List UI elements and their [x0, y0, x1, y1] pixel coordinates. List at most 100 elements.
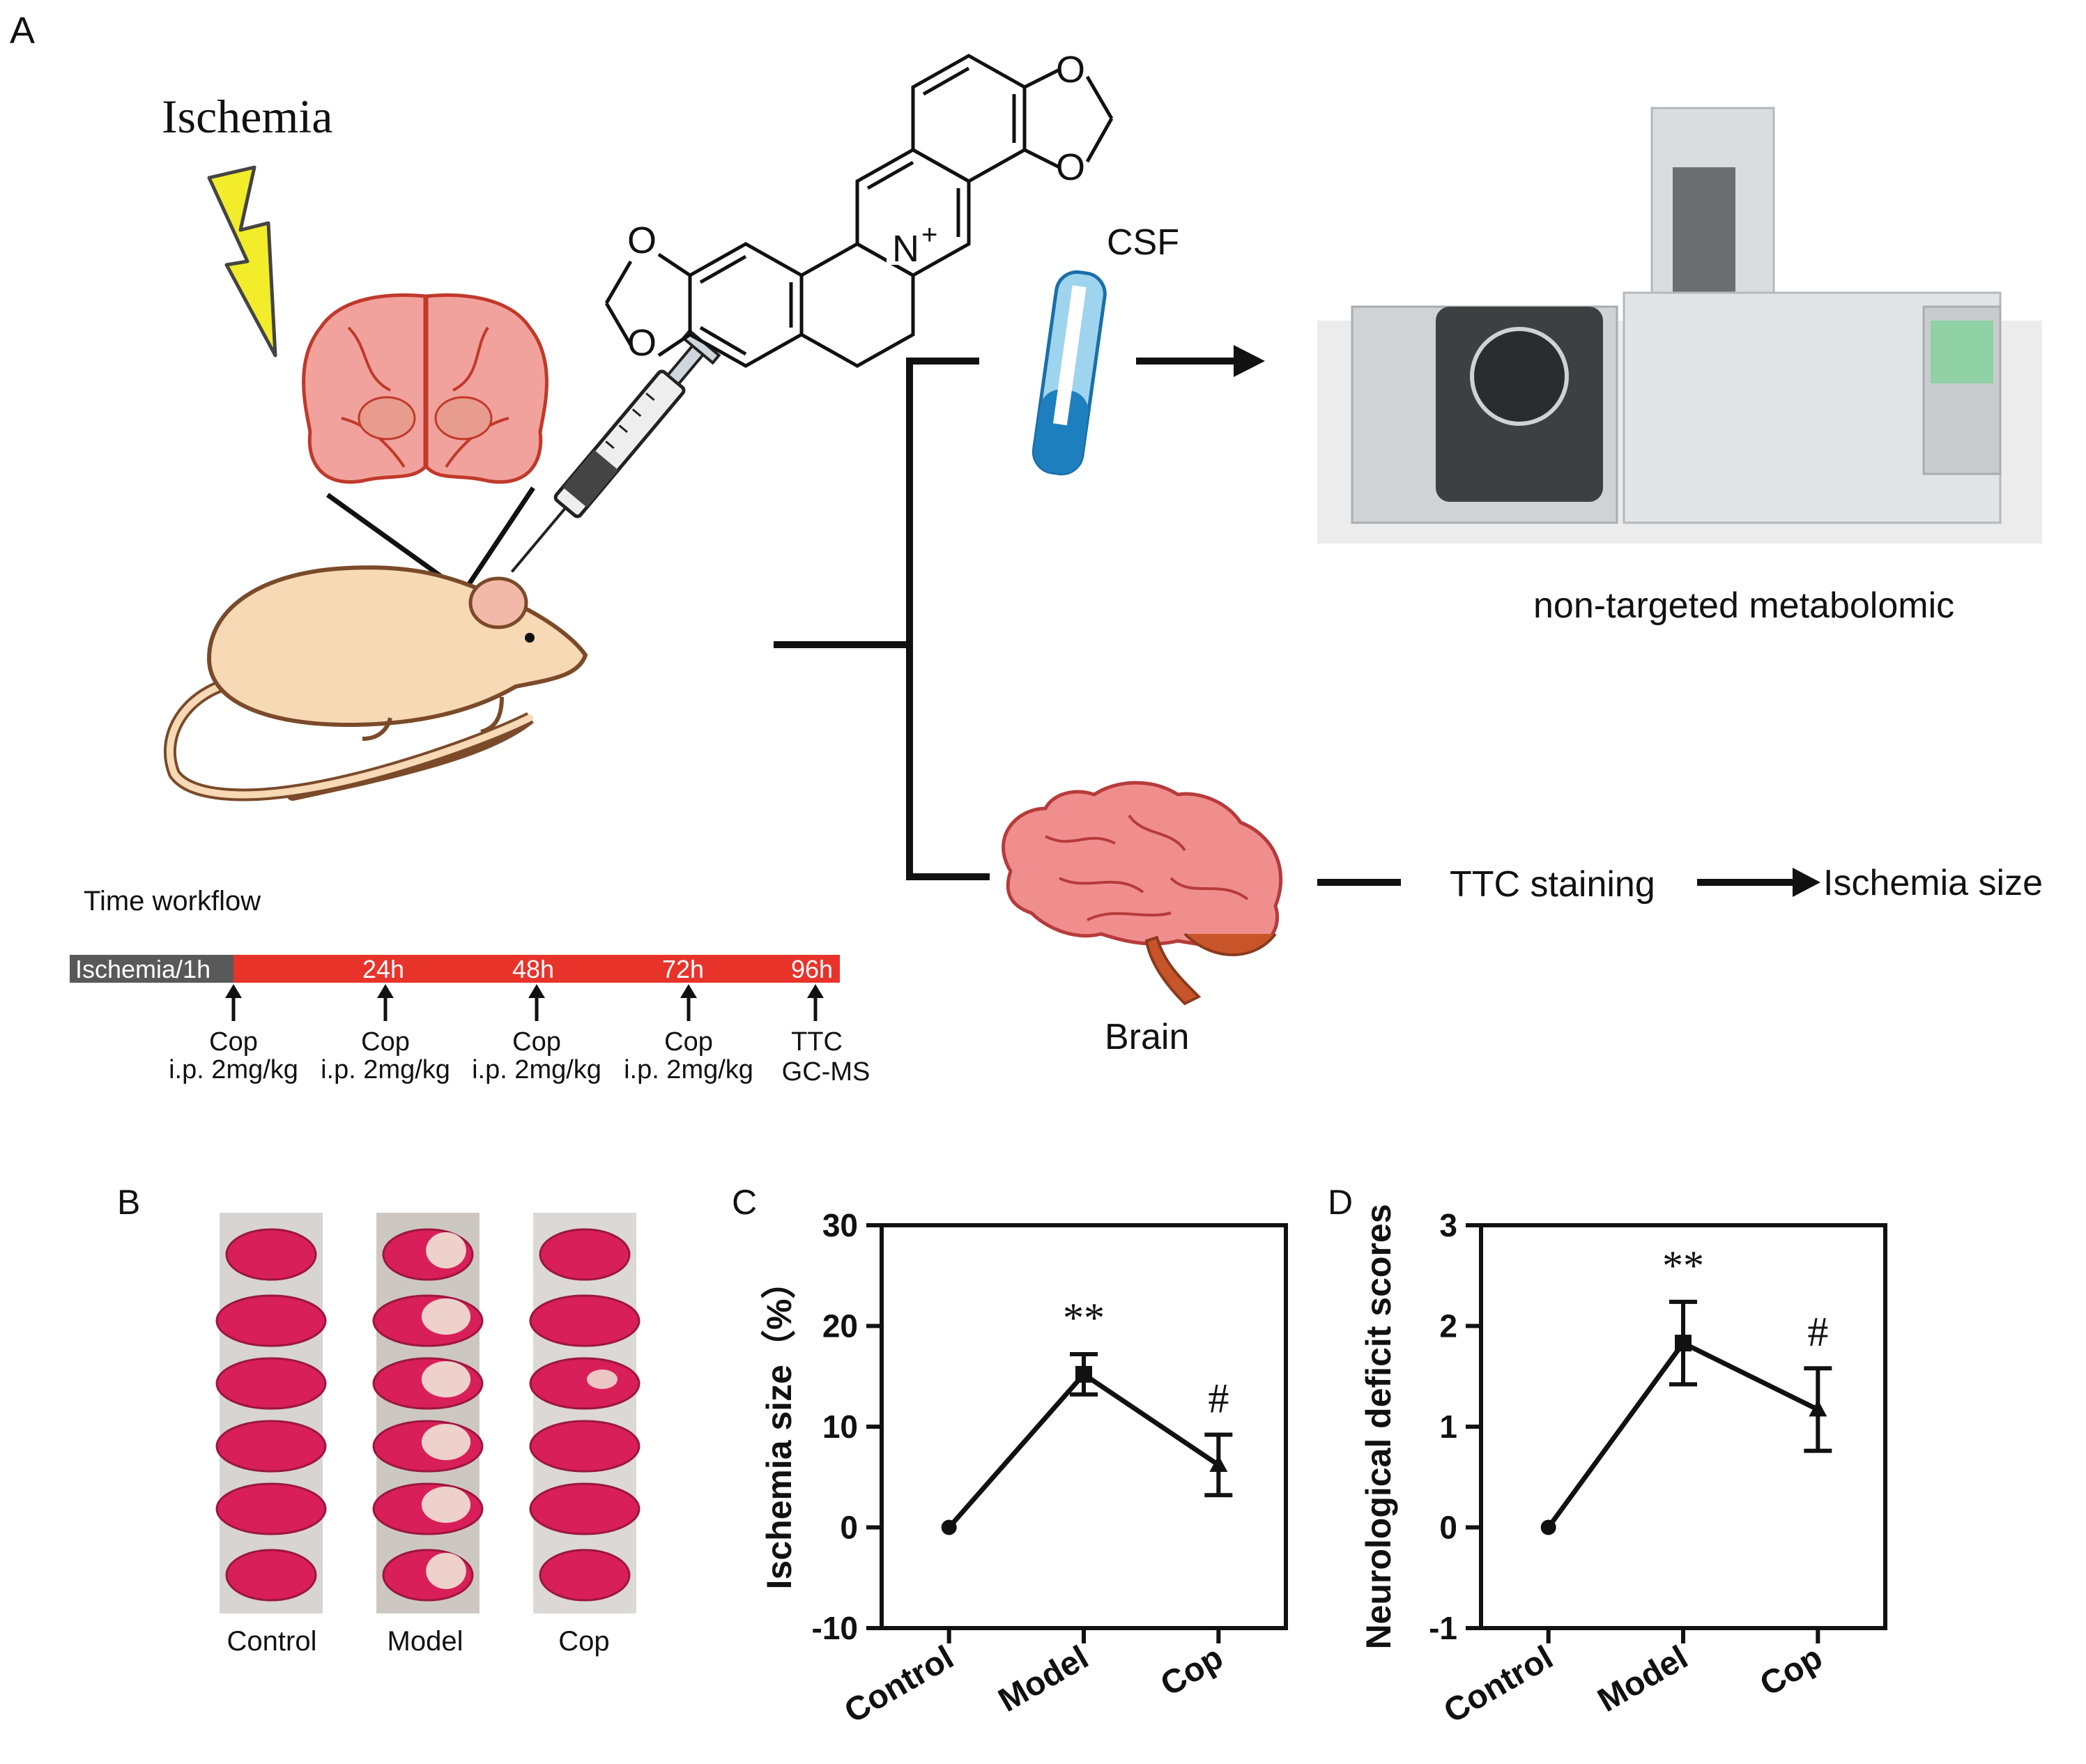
- ttc-arrow-head: [1793, 868, 1820, 897]
- brain-slice: [539, 1228, 631, 1281]
- syringe-icon: [510, 328, 721, 573]
- atom-o4: O: [627, 322, 657, 364]
- timeline-arrows: [225, 984, 824, 1021]
- dose-1-route: i.p. 2mg/kg: [321, 1055, 450, 1084]
- brain-icon: [1002, 781, 1283, 1006]
- y-axis-label: Ischemia size（%）: [760, 1264, 799, 1590]
- significance-marker: **: [1662, 1243, 1704, 1289]
- infarct-region: [421, 1424, 471, 1460]
- brain-slice: [529, 1482, 641, 1535]
- data-point: [1540, 1519, 1556, 1535]
- infarct-region: [421, 1487, 471, 1523]
- atom-o3: O: [627, 220, 657, 261]
- ttc-staining-label: TTC staining: [1450, 864, 1655, 905]
- dose-4-route: GC-MS: [782, 1057, 871, 1087]
- timeline-seg-1: 24h: [362, 955, 404, 983]
- brain-slice: [225, 1228, 317, 1281]
- timeline-seg-3: 72h: [662, 955, 704, 983]
- x-category-label: Control: [838, 1639, 960, 1731]
- data-point: [1809, 1399, 1827, 1417]
- atom-charge: +: [921, 220, 937, 250]
- coronal-brain-icon: [302, 293, 549, 484]
- data-point: [1075, 1365, 1092, 1383]
- lightning-icon: [207, 165, 277, 358]
- panel-label-a: A: [10, 10, 35, 52]
- y-tick-label: 3: [1439, 1207, 1457, 1243]
- timeline-ischemia-segment: [70, 955, 233, 983]
- group-label-cop: Cop: [558, 1626, 609, 1657]
- x-category-label: Cop: [1155, 1639, 1229, 1704]
- infarct-region: [421, 1361, 471, 1397]
- dose-1-drug: Cop: [361, 1027, 410, 1057]
- metabolomic-label: non-targeted metabolomic: [1533, 585, 1954, 626]
- x-category-label: Control: [1438, 1639, 1559, 1731]
- y-tick-label: 1: [1439, 1409, 1457, 1445]
- data-point: [1209, 1455, 1228, 1472]
- brain-slice: [529, 1357, 641, 1410]
- dose-3-drug: Cop: [664, 1027, 713, 1057]
- data-point: [941, 1519, 957, 1535]
- group-label-model: Model: [388, 1626, 463, 1657]
- significance-marker: #: [1807, 1309, 1828, 1355]
- x-category-label: Cop: [1754, 1639, 1829, 1704]
- brain-slice: [529, 1294, 641, 1347]
- x-category-label: Model: [1592, 1639, 1694, 1719]
- panel-label-b: B: [117, 1183, 140, 1222]
- timeline-seg-2: 48h: [512, 955, 554, 983]
- infarct-region: [426, 1553, 466, 1589]
- data-point: [1675, 1335, 1692, 1352]
- brain-to-rat-line-right: [461, 486, 535, 594]
- infarct-region: [421, 1298, 471, 1335]
- panel-label-c: C: [732, 1183, 757, 1222]
- y-axis-label: Neurological deficit scores: [1359, 1204, 1398, 1649]
- brain-slices: [215, 1228, 641, 1602]
- timeline-seg-4: 96h: [791, 955, 833, 983]
- brain-label: Brain: [1105, 1017, 1189, 1057]
- y-tick-label: 0: [1439, 1510, 1457, 1546]
- rat-icon: [163, 565, 588, 802]
- series-line: [947, 1371, 1220, 1529]
- csf-label: CSF: [1107, 222, 1179, 263]
- y-tick-label: -10: [812, 1610, 858, 1646]
- brain-slice: [215, 1294, 327, 1347]
- gcms-instrument-icon: [1317, 107, 2042, 544]
- atom-n-plus: N: [892, 228, 919, 270]
- brain-slice: [215, 1482, 327, 1535]
- brain-slice: [215, 1420, 327, 1473]
- y-tick-label: 20: [822, 1308, 858, 1344]
- dose-0-route: i.p. 2mg/kg: [169, 1055, 298, 1084]
- dose-0-drug: Cop: [209, 1027, 258, 1057]
- atom-o1: O: [1056, 49, 1085, 91]
- csf-arrow-head: [1234, 345, 1265, 377]
- y-tick-label: 10: [822, 1409, 858, 1445]
- timeline-title: Time workflow: [84, 886, 261, 916]
- timeline-seg-0: Ischemia/1h: [75, 955, 210, 983]
- compound-structure: [604, 54, 1114, 368]
- infarct-region: [426, 1232, 466, 1268]
- brain-slice: [529, 1420, 641, 1473]
- y-tick-label: 2: [1439, 1308, 1457, 1344]
- ischemia-size-label: Ischemia size: [1823, 863, 2043, 903]
- significance-marker: #: [1208, 1376, 1229, 1422]
- infarct-region: [587, 1370, 618, 1389]
- dose-3-route: i.p. 2mg/kg: [624, 1055, 753, 1084]
- dose-4-drug: TTC: [791, 1027, 843, 1057]
- plot-frame: [880, 1223, 1288, 1630]
- group-label-control: Control: [227, 1626, 317, 1657]
- panel-label-d: D: [1328, 1183, 1353, 1222]
- x-category-label: Model: [992, 1639, 1095, 1719]
- csf-tube-icon: [1032, 270, 1107, 476]
- brain-slice: [215, 1357, 327, 1410]
- y-tick-label: -1: [1429, 1610, 1457, 1646]
- significance-marker: **: [1063, 1295, 1105, 1341]
- y-tick-label: 30: [822, 1207, 858, 1243]
- brain-slice: [225, 1549, 317, 1602]
- dose-2-route: i.p. 2mg/kg: [472, 1055, 601, 1084]
- dose-2-drug: Cop: [512, 1027, 561, 1057]
- timeline-treatment-segment: [233, 955, 840, 983]
- ischemia-label: Ischemia: [162, 90, 332, 143]
- brain-slice: [539, 1549, 631, 1602]
